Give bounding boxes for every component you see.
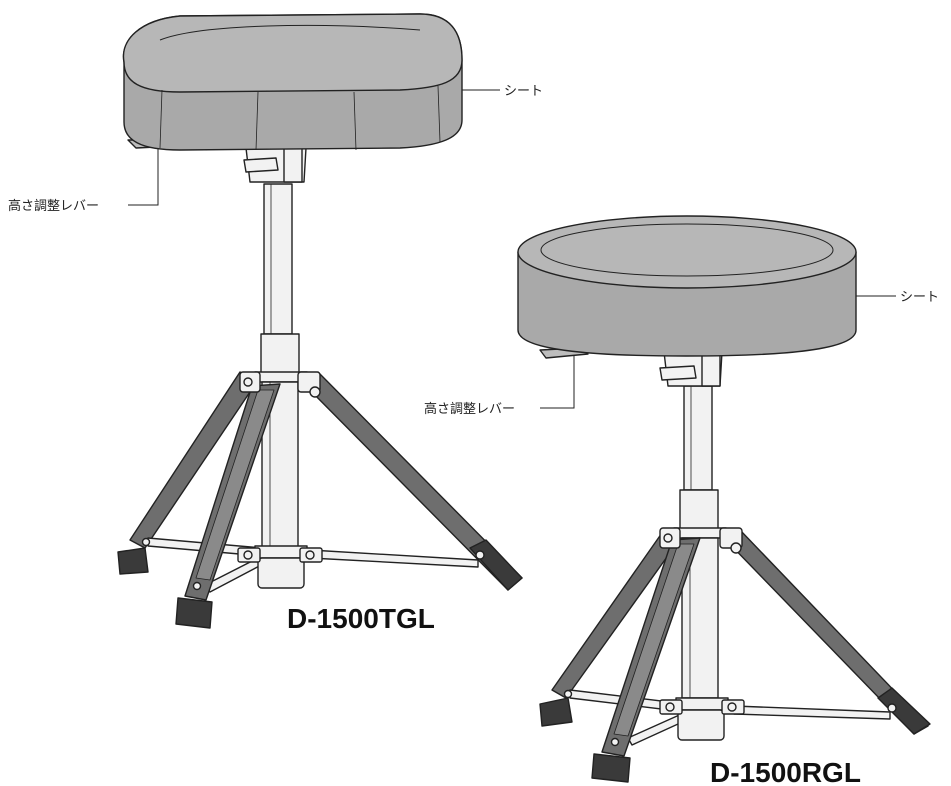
lever-label-rgl: 高さ調整レバー	[424, 401, 515, 416]
bottom-hub	[659, 699, 745, 715]
back-legs	[539, 529, 931, 735]
seat-mount	[659, 351, 723, 387]
bottom-hub	[237, 547, 323, 563]
callouts-tgl	[128, 89, 500, 206]
model-name-tgl: D-1500TGL	[287, 603, 435, 634]
front-legs	[175, 383, 281, 629]
stool-d1500tgl	[117, 13, 523, 629]
top-hub	[141, 371, 485, 560]
top-hub	[563, 527, 897, 713]
front-legs	[591, 537, 701, 783]
callouts-rgl	[540, 295, 896, 409]
lever-label-tgl: 高さ調整レバー	[8, 198, 99, 213]
seat-label-tgl: シート	[504, 83, 543, 98]
stool-d1500rgl	[517, 215, 931, 783]
seat-rgl	[517, 215, 857, 357]
model-name-rgl: D-1500RGL	[710, 757, 861, 786]
seat-label-rgl: シート	[900, 289, 939, 304]
seat-tgl	[122, 13, 463, 151]
seat-mount	[243, 147, 307, 183]
